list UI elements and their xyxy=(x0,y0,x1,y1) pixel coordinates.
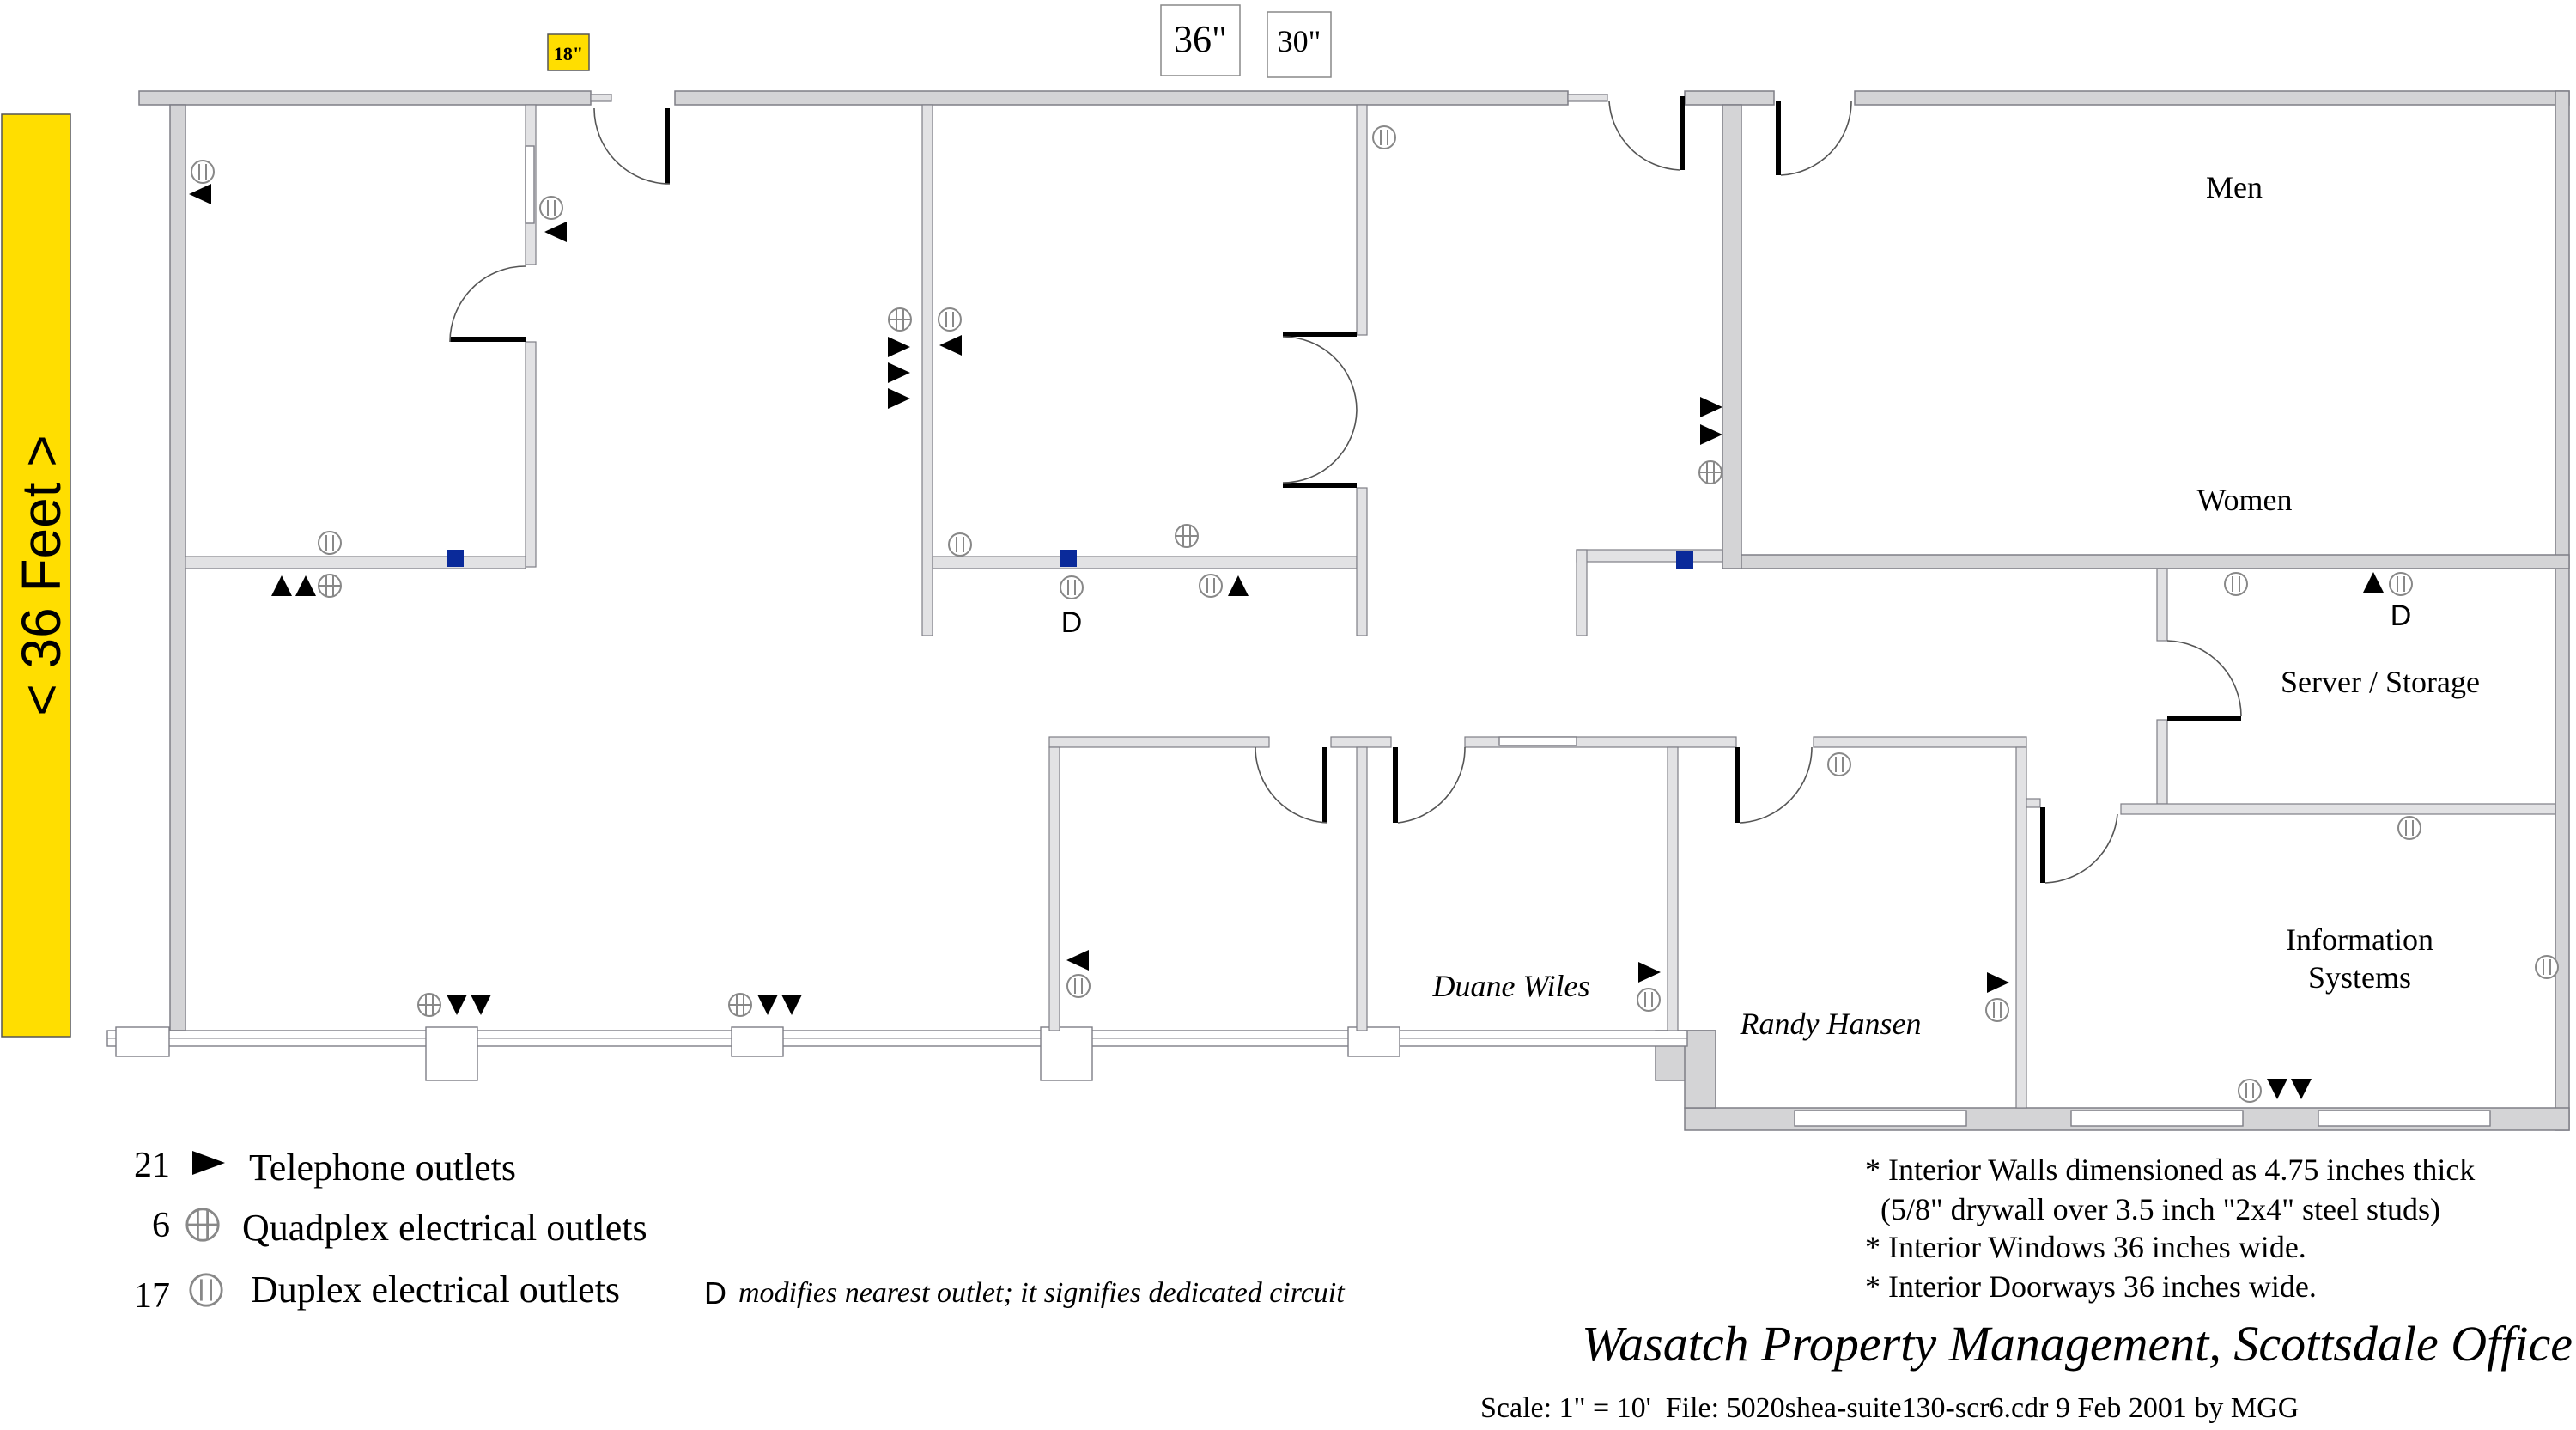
door-width-18: 18" xyxy=(554,43,583,64)
duplex-outlets xyxy=(191,125,2559,1103)
legend-duplex-count: 17 xyxy=(134,1276,170,1316)
exterior-windows xyxy=(106,1026,2491,1127)
construction-notes: * Interior Walls dimensioned as 4.75 inc… xyxy=(1865,1153,2475,1304)
legend-quadplex-count: 6 xyxy=(152,1206,170,1245)
side-dimension-label: < 36 Feet > xyxy=(10,435,72,715)
legend: 21 Telephone outlets 6 Quadplex electric… xyxy=(134,1146,1346,1316)
legend-telephone-label: Telephone outlets xyxy=(249,1147,516,1189)
room-labels: Men Women Server / Storage Information S… xyxy=(1432,170,2480,1041)
legend-duplex-label: Duplex electrical outlets xyxy=(251,1269,620,1311)
doors xyxy=(449,96,2242,884)
door-width-callouts: 18" 36" 30" xyxy=(547,4,1332,78)
dedicated-marker: D xyxy=(1061,606,1083,639)
interior-walls xyxy=(185,104,2570,1109)
note-line: * Interior Doorways 36 inches wide. xyxy=(1865,1269,2317,1304)
quadplex-outlet-icon xyxy=(185,1208,220,1242)
note-line: * Interior Windows 36 inches wide. xyxy=(1865,1230,2306,1264)
door-width-36: 36" xyxy=(1174,18,1227,60)
room-label-duane: Duane Wiles xyxy=(1432,969,1590,1003)
room-label-randy: Randy Hansen xyxy=(1740,1007,1922,1041)
legend-dedicated-note: modifies nearest outlet; it signifies de… xyxy=(738,1277,1346,1309)
triangle-right-icon xyxy=(192,1151,225,1175)
side-dimension-bar: < 36 Feet > xyxy=(1,113,72,1038)
dedicated-marker: D xyxy=(2391,599,2412,632)
exterior-walls xyxy=(138,90,2570,1131)
legend-dedicated-letter: D xyxy=(704,1275,726,1311)
plan-title: Wasatch Property Management, Scottsdale … xyxy=(1582,1316,2573,1372)
room-label-info-2: Systems xyxy=(2308,960,2411,995)
note-line: (5/8" drywall over 3.5 inch "2x4" steel … xyxy=(1880,1192,2440,1226)
room-label-women: Women xyxy=(2196,483,2292,517)
legend-telephone-count: 21 xyxy=(134,1146,170,1185)
telephone-outlets xyxy=(189,184,2384,1099)
door-leaf xyxy=(665,108,670,184)
legend-quadplex-label: Quadplex electrical outlets xyxy=(242,1207,647,1249)
room-label-men: Men xyxy=(2206,170,2263,204)
room-label-info-1: Information xyxy=(2286,922,2433,957)
duplex-outlet-icon xyxy=(189,1273,223,1307)
note-line: * Interior Walls dimensioned as 4.75 inc… xyxy=(1865,1153,2475,1187)
scale-file-line: Scale: 1" = 10' File: 5020shea-suite130-… xyxy=(1480,1392,2299,1424)
room-label-server: Server / Storage xyxy=(2281,665,2480,699)
junction-boxes xyxy=(447,550,1693,569)
door-width-30: 30" xyxy=(1278,24,1321,58)
